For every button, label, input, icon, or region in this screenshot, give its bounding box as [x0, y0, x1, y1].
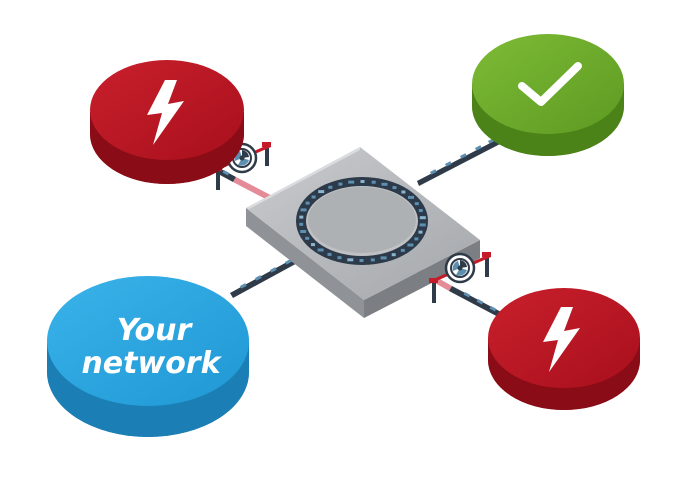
network-label-line1: Your: [117, 313, 194, 348]
data-packet: [305, 236, 310, 240]
data-packet: [317, 248, 324, 252]
data-packet: [418, 230, 423, 234]
data-packet: [370, 258, 375, 262]
data-packet: [418, 209, 423, 212]
data-packet: [300, 230, 307, 233]
data-packet: [360, 180, 365, 183]
data-packet: [348, 180, 355, 184]
data-packet: [400, 248, 405, 252]
data-packet: [407, 243, 414, 247]
data-packet: [305, 201, 310, 205]
blocking-gate-bottom-right: [429, 252, 491, 303]
data-packet: [327, 252, 332, 256]
protection-hub: [246, 147, 480, 318]
data-packet: [401, 190, 406, 194]
shutter-icon: [444, 252, 476, 284]
ring-buffer-icon: [296, 177, 428, 265]
data-packet: [414, 202, 419, 206]
data-packet: [381, 182, 388, 186]
data-packet: [371, 180, 376, 184]
data-packet: [318, 190, 325, 194]
checkmark-icon: [518, 62, 582, 106]
data-packet: [347, 258, 354, 262]
lightning-bolt-icon: [543, 307, 580, 372]
threat-node-top-left: [90, 60, 244, 184]
data-packet: [419, 223, 426, 227]
link-hub-to-allowed: [417, 138, 500, 186]
data-packet: [414, 237, 419, 241]
data-packet: [408, 195, 414, 199]
data-packet: [391, 253, 396, 257]
data-packet: [392, 186, 397, 190]
lightning-bolt-icon: [147, 80, 184, 145]
data-packet: [299, 222, 304, 226]
data-packet: [300, 208, 307, 212]
data-packet: [419, 216, 426, 220]
data-packet: [337, 256, 342, 260]
data-packet: [328, 185, 333, 189]
data-packet: [359, 259, 364, 262]
data-packet: [311, 195, 316, 199]
your-network-node: Your network: [47, 276, 249, 437]
data-packet: [338, 182, 343, 186]
link-hub-to-network: [230, 256, 301, 298]
data-packet: [380, 256, 387, 260]
threat-node-bottom-right: [488, 288, 640, 410]
allowed-node-top-right: [472, 34, 624, 156]
data-packet: [299, 215, 304, 219]
data-packet: [311, 243, 315, 247]
network-label-line2: network: [81, 346, 222, 381]
